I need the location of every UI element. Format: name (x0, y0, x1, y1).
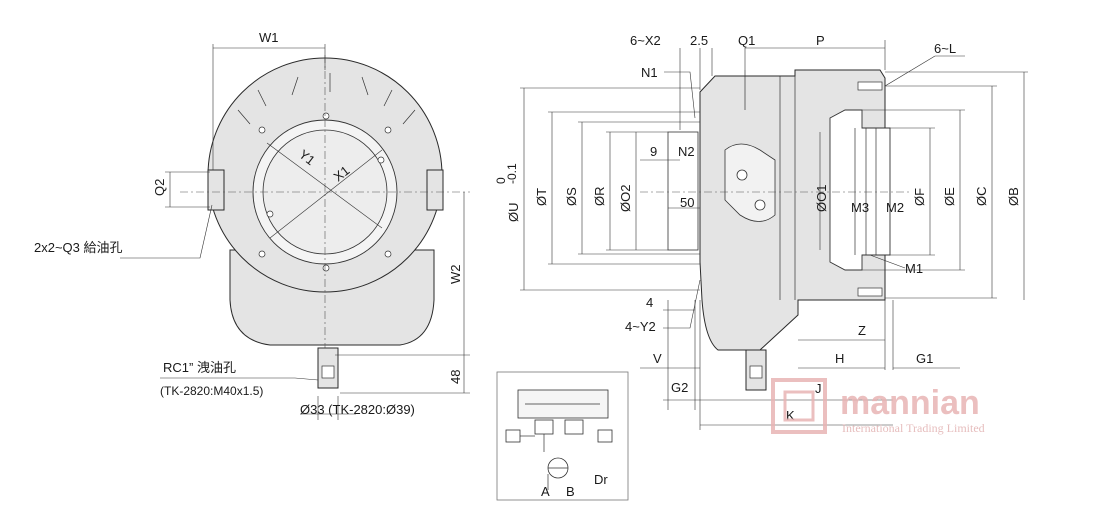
label-dia-u: ØU (506, 203, 521, 223)
schematic-check-valve-left (534, 419, 554, 435)
label-z: Z (858, 323, 866, 338)
label-n2: N2 (678, 144, 695, 159)
hydraulic-schematic (496, 371, 629, 501)
front-view (120, 44, 470, 420)
label-dia-f: ØF (912, 188, 927, 206)
side-left-bore (667, 131, 699, 251)
dim-y1-line (266, 142, 383, 229)
side-right-bore (829, 109, 891, 271)
label-q1: Q1 (738, 33, 755, 48)
label-dia-c: ØC (974, 187, 989, 207)
watermark-brand: mannian (840, 384, 980, 422)
label-4: 4 (646, 295, 653, 310)
port-a: A (541, 484, 550, 499)
side-bore-grooves (854, 128, 877, 255)
label-dia-u-tol-up: 0 (494, 177, 508, 184)
label-dia-o1: ØO1 (814, 185, 829, 212)
label-h: H (835, 351, 844, 366)
port-dr: Dr (594, 472, 608, 487)
label-g2: G2 (671, 380, 688, 395)
schematic-check-valve-right (564, 419, 584, 435)
front-fins (237, 73, 416, 125)
watermark: mannian International Trading Limited (771, 378, 985, 435)
label-p: P (816, 33, 825, 48)
front-left-boss (207, 169, 225, 211)
side-bottom-bolt (857, 287, 883, 297)
label-9: 9 (650, 144, 657, 159)
label-dia-u-tol-low: -0.1 (505, 163, 519, 184)
note-supply-holes: 2x2~Q3 給油孔 (34, 240, 123, 255)
label-m2: M2 (886, 200, 904, 215)
side-top-bolt (857, 81, 883, 91)
label-4-y2: 4~Y2 (625, 319, 656, 334)
label-dia-r: ØR (592, 187, 607, 207)
label-n1: N1 (641, 65, 658, 80)
label-m1: M1 (905, 261, 923, 276)
label-dia-e: ØE (942, 187, 957, 206)
label-v: V (653, 351, 662, 366)
note-shaft-dia: Ø33 (TK-2820:Ø39) (300, 402, 415, 417)
front-bolt-holes (258, 112, 392, 272)
label-m3: M3 (851, 200, 869, 215)
side-dimensions (520, 40, 1028, 430)
note-drain-port: RC1” 洩油孔 (163, 360, 236, 375)
label-dia-o2: ØO2 (618, 185, 633, 212)
leader-supply-holes (120, 204, 213, 259)
dim-x1-line (269, 149, 383, 239)
port-b: B (566, 484, 575, 499)
label-w1: W1 (259, 30, 279, 45)
label-50: 50 (680, 195, 694, 210)
label-g1: G1 (916, 351, 933, 366)
front-right-boss (426, 169, 444, 211)
note-drain-port-alt: (TK-2820:M40x1.5) (160, 384, 263, 398)
label-48: 48 (448, 370, 463, 384)
label-6-l: 6~L (934, 41, 956, 56)
label-dia-t: ØT (534, 188, 549, 206)
label-w2: W2 (448, 265, 463, 285)
label-dia-b: ØB (1006, 187, 1021, 206)
label-6-x2: 6~X2 (630, 33, 661, 48)
watermark-logo-icon (771, 378, 827, 434)
side-view (640, 69, 910, 391)
label-j: J (815, 381, 822, 396)
label-dia-s: ØS (564, 187, 579, 206)
label-k: K (786, 408, 795, 423)
leader-drain (160, 377, 319, 381)
label-q2: Q2 (152, 179, 167, 196)
watermark-subtitle: International Trading Limited (842, 421, 985, 435)
label-2-5: 2.5 (690, 33, 708, 48)
